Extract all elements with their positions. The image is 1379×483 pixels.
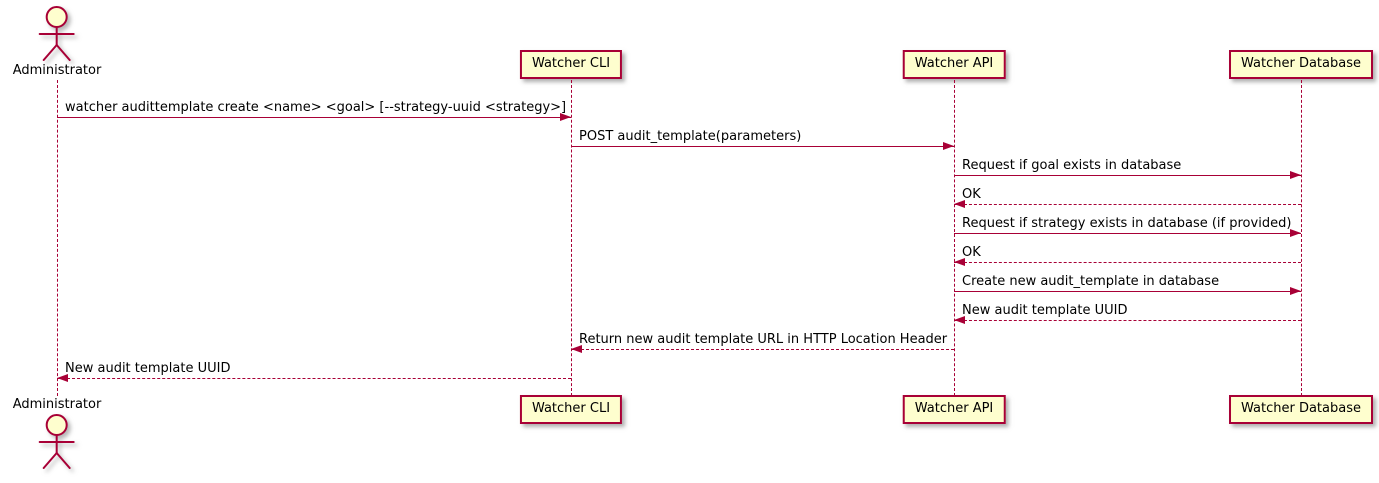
message-label: watcher audittemplate create <name> <goa… [65,100,567,115]
message-line [954,175,1301,176]
message-arrowhead [571,345,582,353]
message-label: Request if goal exists in database [962,158,1182,173]
actor-icon [39,414,75,469]
message-arrowhead [1290,229,1301,237]
message-label: Return new audit template URL in HTTP Lo… [579,332,948,347]
participant-bottom-watcher-cli: Watcher CLI [519,395,623,424]
message-arrowhead [1290,287,1301,295]
message-arrowhead [57,374,68,382]
message-line [954,204,1301,205]
message-line [954,291,1301,292]
message-label: Request if strategy exists in database (… [962,216,1292,231]
message-arrowhead [954,258,965,266]
message-line [954,233,1301,234]
actor-figure [13,5,102,63]
message-label: Create new audit_template in database [962,274,1220,289]
message-arrowhead [1290,171,1301,179]
message-label: New audit template UUID [962,303,1128,318]
lifeline-administrator [57,80,58,396]
participant-top-watcher-cli: Watcher CLI [519,50,623,79]
participant-bottom-watcher-api: Watcher API [902,395,1006,424]
participant-top-watcher-api: Watcher API [902,50,1006,79]
message-line [571,349,954,350]
lifeline-watcher-cli [571,80,572,396]
lifeline-watcher-api [954,80,955,396]
actor-label: Administrator [12,397,102,412]
participant-bottom-watcher-database: Watcher Database [1229,395,1373,424]
actor-label: Administrator [12,63,102,78]
message-line [57,117,571,118]
message-label: OK [962,187,981,202]
message-arrowhead [560,113,571,121]
message-label: New audit template UUID [65,361,231,376]
actor-bottom-administrator: Administrator [12,397,102,471]
message-line [954,320,1301,321]
message-label: POST audit_template(parameters) [579,129,802,144]
message-arrowhead [943,142,954,150]
message-label: OK [962,245,981,260]
lifeline-watcher-database [1301,80,1302,396]
participant-top-watcher-database: Watcher Database [1229,50,1373,79]
message-line [571,146,954,147]
actor-figure [13,413,102,471]
message-line [57,378,571,379]
message-line [954,262,1301,263]
actor-top-administrator: Administrator [12,5,102,79]
actor-icon [39,6,75,61]
message-arrowhead [954,200,965,208]
message-arrowhead [954,316,965,324]
